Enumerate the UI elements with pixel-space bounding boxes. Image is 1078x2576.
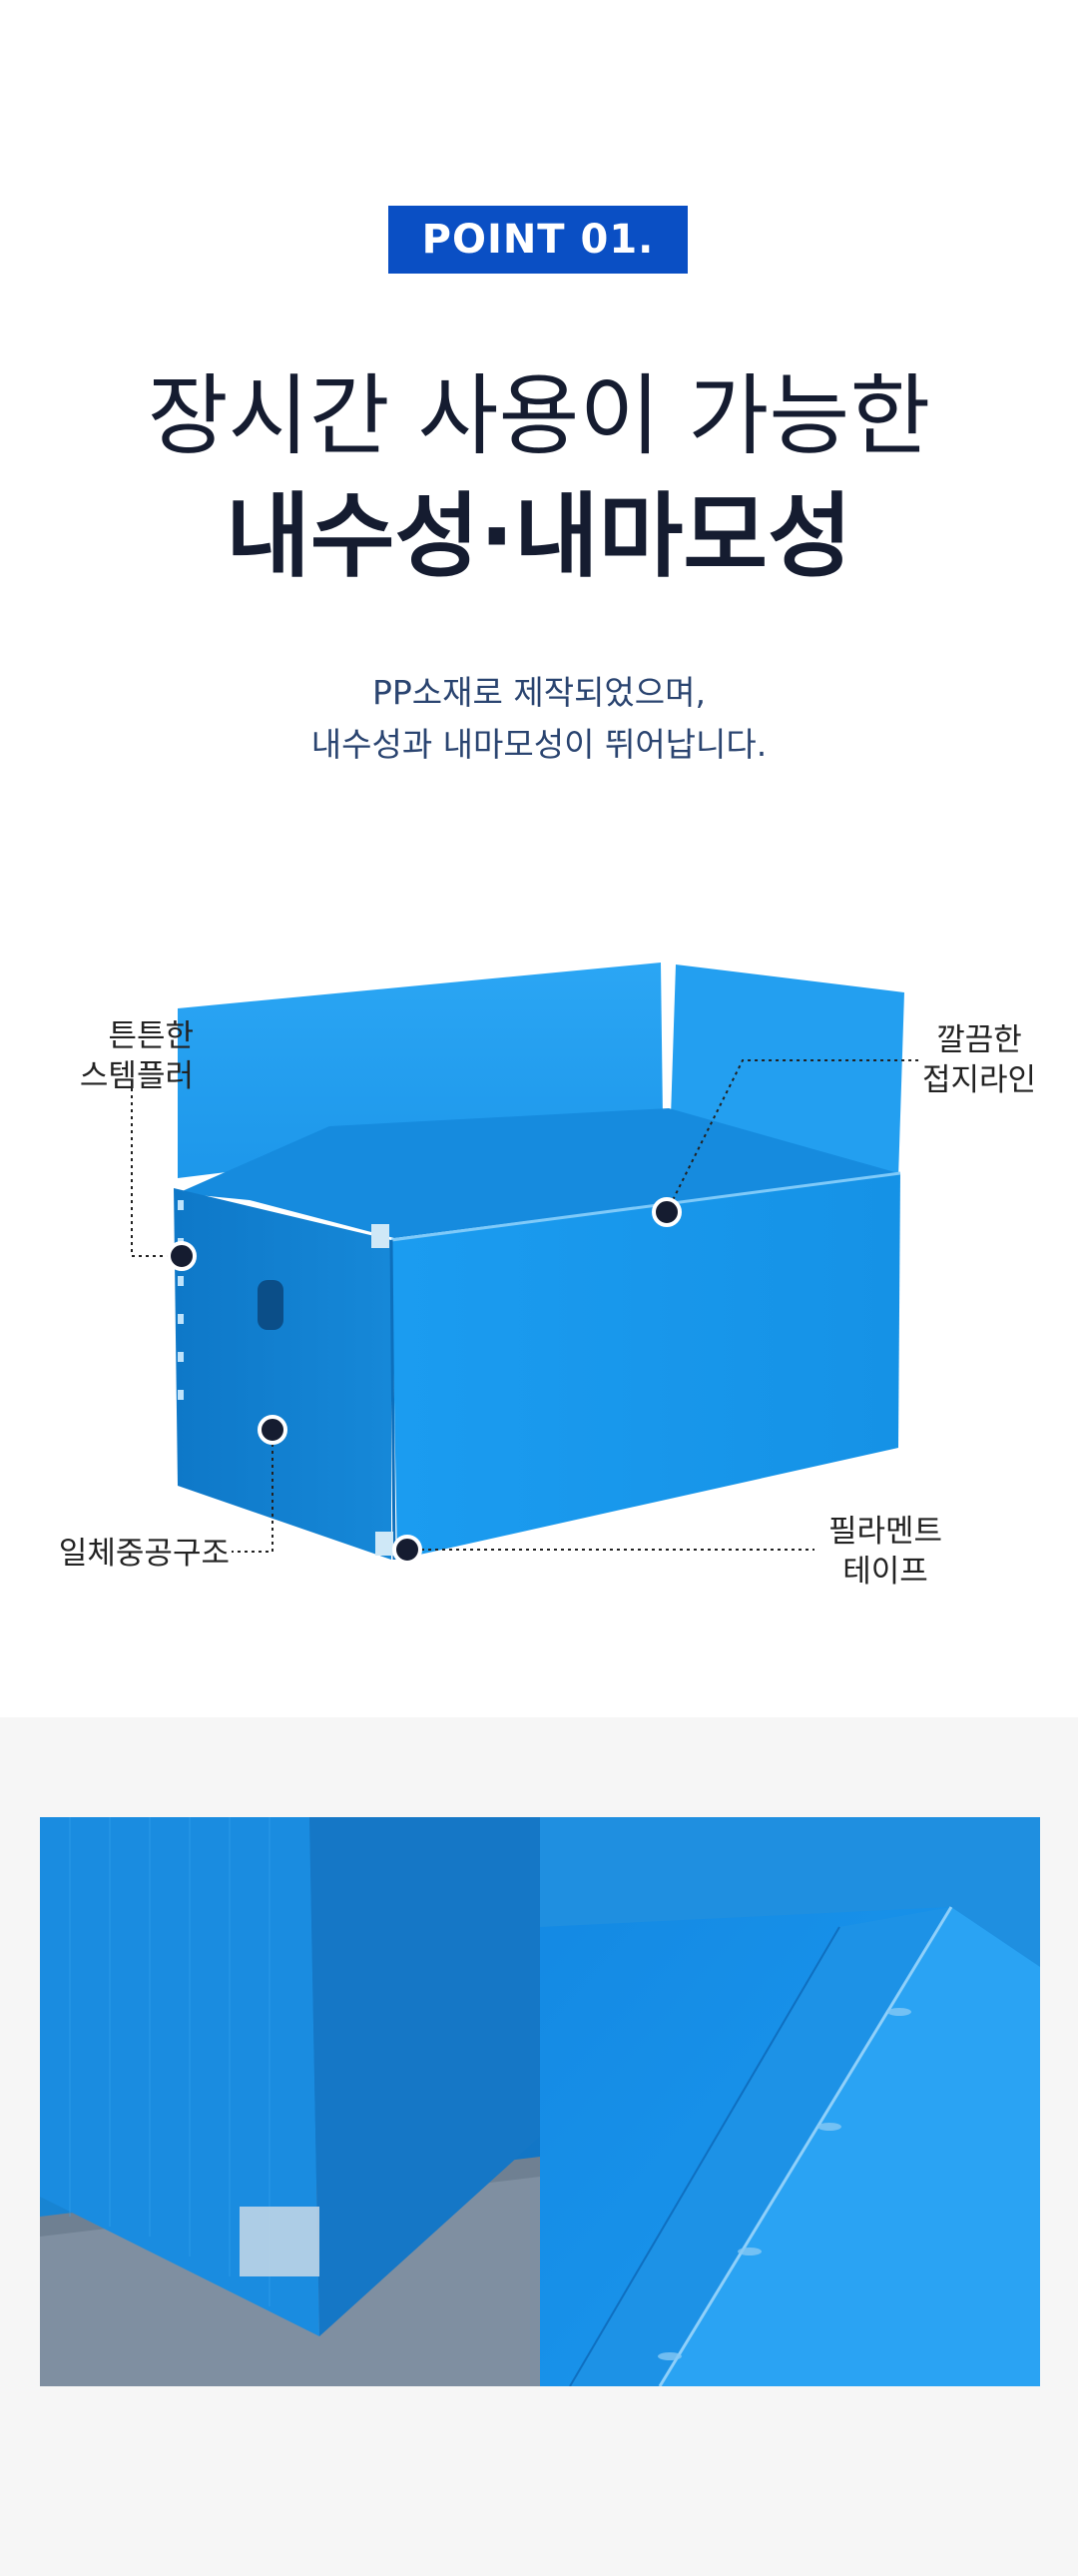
callout-dot-fold <box>652 1197 682 1227</box>
description-line: 내수성과 내마모성이 뛰어납니다. <box>310 725 768 764</box>
point-badge: POINT 01. <box>388 206 688 274</box>
callout-label-stapler: 튼튼한 스템플러 <box>79 1018 194 1094</box>
callout-line-stapler <box>131 1088 182 1257</box>
callout-dot-hollow <box>258 1415 287 1445</box>
detail-photo-fold <box>540 1817 1040 2386</box>
callout-line-hollow <box>232 1430 273 1553</box>
callout-label-fold-line: 깔끔한 접지라인 <box>922 1022 1037 1098</box>
callout-label-filament-tape: 필라멘트 테이프 <box>828 1514 943 1590</box>
callout-dot-tape <box>392 1535 422 1565</box>
box-handle-hole <box>258 1280 283 1330</box>
box-right-flap <box>669 965 904 1178</box>
callout-label-hollow: 일체중공구조 <box>58 1536 230 1572</box>
description: PP소재로 제작되었으며, 내수성과 내마모성이 뛰어납니다. <box>0 667 1078 771</box>
box-front-panel <box>391 1173 900 1560</box>
callout-dot-stapler <box>167 1241 197 1271</box>
detail-photo-corner <box>40 1817 540 2386</box>
box-illustration <box>131 963 920 1565</box>
headline-line1: 장시간 사용이 가능한 <box>147 364 931 467</box>
filament-tape-mark <box>371 1224 389 1248</box>
box-inner-fold <box>178 1108 898 1238</box>
description-line: PP소재로 제작되었으며, <box>371 673 707 712</box>
callout-line-fold <box>666 1059 920 1213</box>
headline-line2: 내수성·내마모성 <box>226 483 852 590</box>
box-left-side <box>174 1188 391 1560</box>
